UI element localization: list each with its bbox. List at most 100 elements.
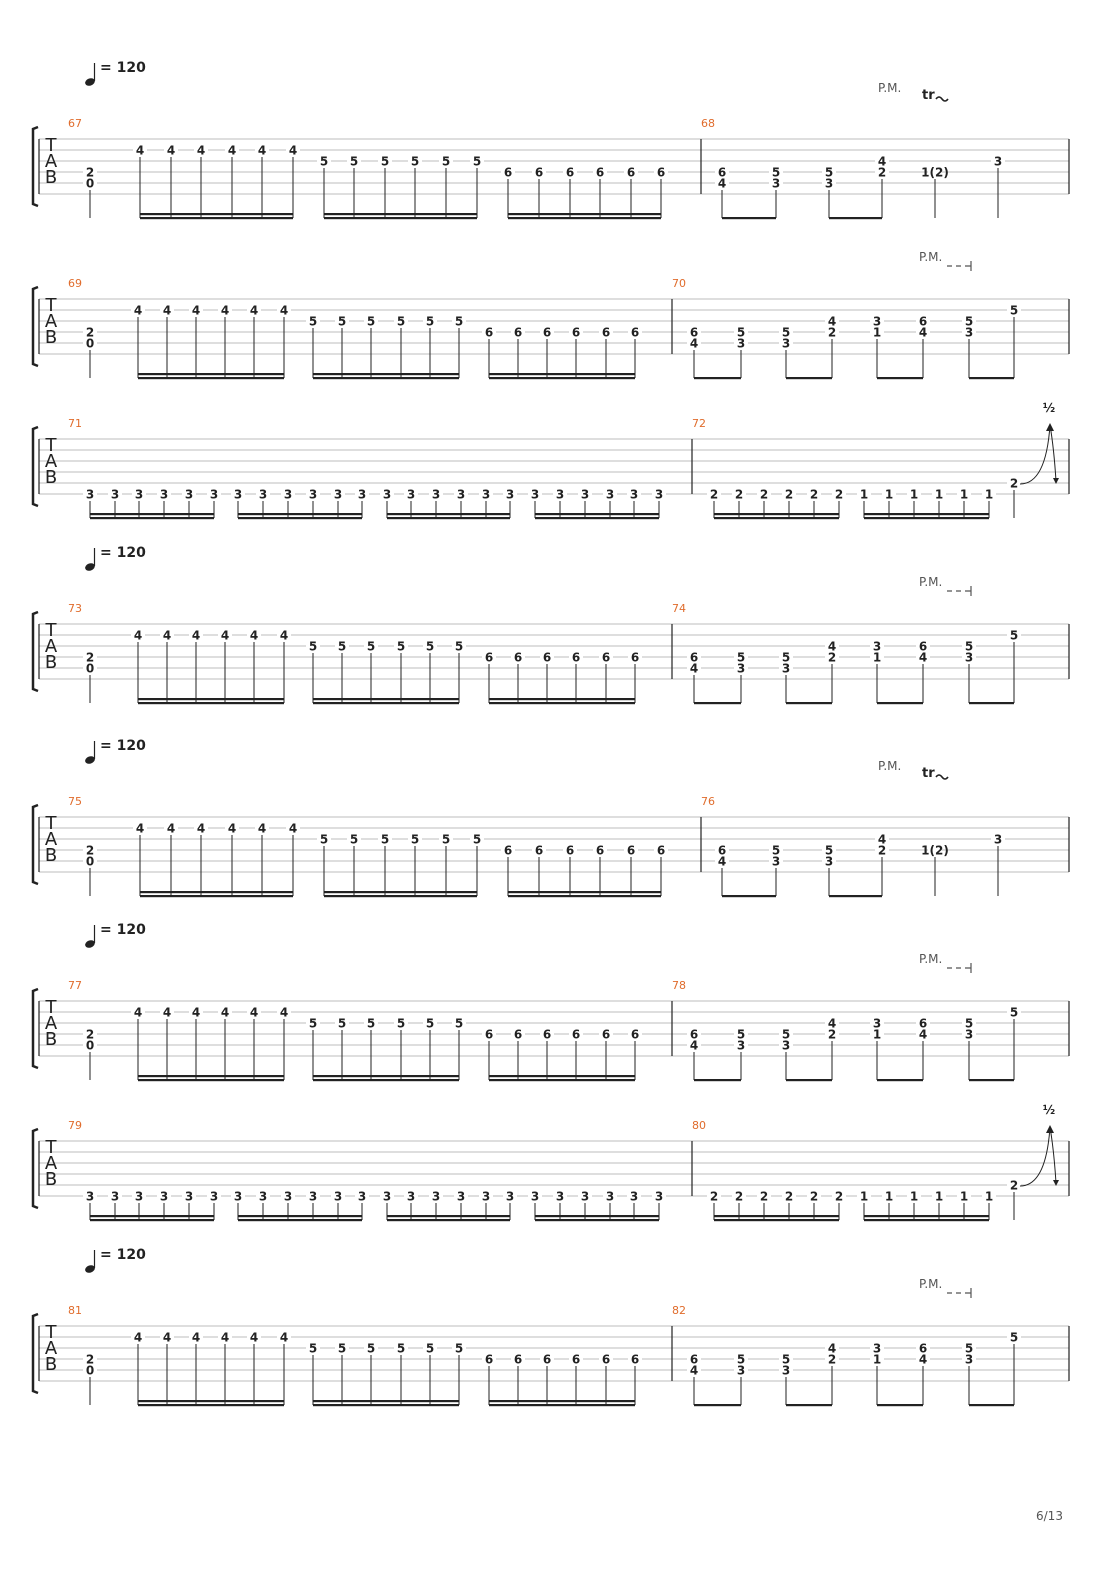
fret-number: 0 bbox=[86, 1039, 94, 1053]
note-beam bbox=[489, 702, 635, 705]
fret-bg bbox=[957, 489, 971, 499]
note-beam bbox=[324, 895, 477, 898]
fret-number: 5 bbox=[397, 1342, 405, 1356]
fret-number: 2 bbox=[735, 488, 743, 502]
fret-number: 2 bbox=[86, 844, 94, 858]
fret-bg bbox=[687, 1365, 701, 1375]
note-beam bbox=[877, 702, 923, 705]
fret-bg bbox=[355, 1191, 369, 1201]
fret-bg bbox=[247, 630, 261, 640]
fret-number: 3 bbox=[111, 488, 119, 502]
fret-bg bbox=[394, 641, 408, 651]
fret-number: 3 bbox=[259, 1190, 267, 1204]
fret-number: 3 bbox=[531, 488, 539, 502]
fret-number: 4 bbox=[718, 177, 726, 191]
fret-bg bbox=[825, 652, 839, 662]
fret-number: 4 bbox=[192, 1006, 200, 1020]
fret-number: 5 bbox=[455, 315, 463, 329]
fret-number: 3 bbox=[581, 488, 589, 502]
fret-bg bbox=[779, 327, 793, 337]
note-beam bbox=[829, 217, 882, 220]
fret-number: 5 bbox=[782, 1028, 790, 1042]
tab-clef-letter: B bbox=[45, 167, 57, 188]
fret-number: 5 bbox=[782, 651, 790, 665]
fret-number: 5 bbox=[1010, 304, 1018, 318]
fret-bg bbox=[225, 145, 239, 155]
fret-number: 4 bbox=[221, 304, 229, 318]
fret-number: 3 bbox=[873, 315, 881, 329]
fret-bg bbox=[83, 327, 97, 337]
fret-bg bbox=[528, 1191, 542, 1201]
fret-bg bbox=[83, 1354, 97, 1364]
fret-bg bbox=[1007, 305, 1021, 315]
fret-number: 5 bbox=[473, 833, 481, 847]
fret-number: 4 bbox=[228, 822, 236, 836]
fret-number: 6 bbox=[485, 1028, 493, 1042]
fret-bg bbox=[317, 834, 331, 844]
bend-amount: ½ bbox=[1043, 401, 1055, 415]
fret-number: 5 bbox=[737, 326, 745, 340]
note-beam bbox=[489, 1075, 635, 1078]
measure-number: 69 bbox=[68, 277, 82, 290]
fret-number: 5 bbox=[426, 315, 434, 329]
system-bracket bbox=[31, 987, 39, 1070]
fret-bg bbox=[907, 489, 921, 499]
note-beam bbox=[238, 513, 362, 516]
fret-number: 3 bbox=[358, 488, 366, 502]
fret-number: 4 bbox=[221, 629, 229, 643]
fret-bg bbox=[182, 489, 196, 499]
fret-number: 6 bbox=[690, 1353, 698, 1367]
note-beam bbox=[138, 377, 284, 380]
fret-bg bbox=[1007, 1007, 1021, 1017]
fret-bg bbox=[532, 167, 546, 177]
fret-bg bbox=[563, 845, 577, 855]
note-beam bbox=[864, 513, 989, 516]
fret-bg bbox=[875, 845, 889, 855]
fret-number: 3 bbox=[556, 488, 564, 502]
fret-bg bbox=[734, 1040, 748, 1050]
fret-number: 6 bbox=[919, 1017, 927, 1031]
fret-number: 5 bbox=[442, 833, 450, 847]
fret-bg bbox=[501, 845, 515, 855]
fret-number: 5 bbox=[1010, 1006, 1018, 1020]
note-beam bbox=[140, 217, 293, 220]
fret-bg bbox=[540, 652, 554, 662]
fret-number: 5 bbox=[367, 315, 375, 329]
fret-number: 6 bbox=[514, 1353, 522, 1367]
fret-bg bbox=[593, 845, 607, 855]
fret-number: 6 bbox=[566, 844, 574, 858]
fret-number: 3 bbox=[737, 662, 745, 676]
palm-mute-extent bbox=[947, 963, 972, 973]
fret-number: 6 bbox=[543, 1028, 551, 1042]
fret-number: 6 bbox=[718, 844, 726, 858]
fret-bg bbox=[962, 1354, 976, 1364]
tempo-marking: = 120 bbox=[100, 738, 146, 754]
fret-number: 4 bbox=[197, 144, 205, 158]
fret-bg bbox=[782, 1191, 796, 1201]
note-beam bbox=[138, 1400, 284, 1403]
fret-bg bbox=[687, 1354, 701, 1364]
note-beam bbox=[387, 1215, 510, 1218]
fret-number: 4 bbox=[167, 144, 175, 158]
fret-bg bbox=[962, 316, 976, 326]
fret-bg bbox=[916, 1354, 930, 1364]
fret-number: 3 bbox=[772, 177, 780, 191]
note-beam bbox=[535, 517, 659, 520]
fret-bg bbox=[133, 145, 147, 155]
fret-bg bbox=[306, 489, 320, 499]
fret-number: 5 bbox=[426, 1342, 434, 1356]
fret-number: 2 bbox=[835, 1190, 843, 1204]
fret-number: 2 bbox=[810, 488, 818, 502]
fret-bg bbox=[189, 630, 203, 640]
fret-bg bbox=[452, 1343, 466, 1353]
fret-bg bbox=[256, 489, 270, 499]
quarter-note-icon bbox=[85, 1265, 95, 1273]
note-beam bbox=[313, 373, 459, 376]
fret-bg bbox=[825, 1354, 839, 1364]
fret-bg bbox=[479, 489, 493, 499]
fret-number: 5 bbox=[309, 640, 317, 654]
fret-bg bbox=[687, 338, 701, 348]
fret-bg bbox=[1007, 630, 1021, 640]
note-beam bbox=[238, 517, 362, 520]
fret-number: 3 bbox=[160, 1190, 168, 1204]
